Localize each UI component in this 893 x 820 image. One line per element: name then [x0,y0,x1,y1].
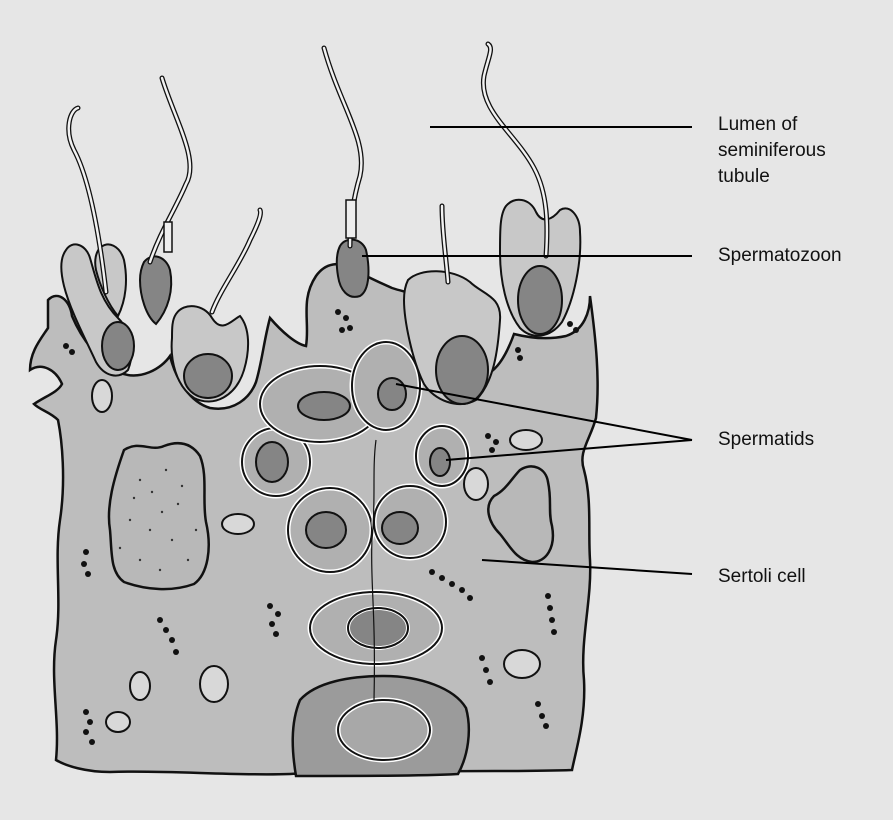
label-sertoli-cell: Sertoli cell [718,564,806,590]
label-spermatozoon: Spermatozoon [718,243,842,269]
sertoli-nucleus [109,443,209,589]
label-lumen: Lumen of seminiferous tubule [718,112,826,190]
label-spermatids: Spermatids [718,427,814,453]
